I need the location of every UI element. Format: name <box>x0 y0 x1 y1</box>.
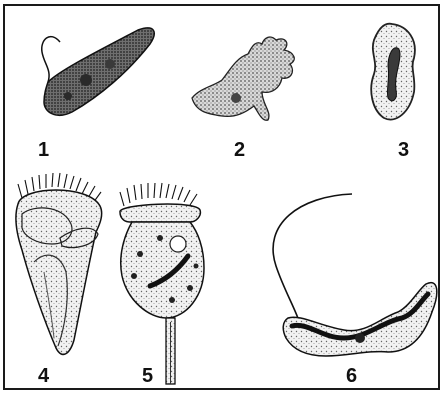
organism-label-3: 3 <box>398 140 409 160</box>
paramecium-cyst-icon <box>371 24 415 120</box>
organism-label-4: 4 <box>38 366 49 386</box>
amoeba-icon <box>192 37 294 120</box>
trypanosome-icon <box>273 194 437 356</box>
organism-label-5: 5 <box>142 366 153 386</box>
euglena-icon <box>42 28 154 115</box>
organism-label-6: 6 <box>346 366 357 386</box>
organism-label-2: 2 <box>234 140 245 160</box>
stentor-icon <box>16 173 102 354</box>
organism-label-1: 1 <box>38 140 49 160</box>
vorticella-icon <box>120 183 204 384</box>
